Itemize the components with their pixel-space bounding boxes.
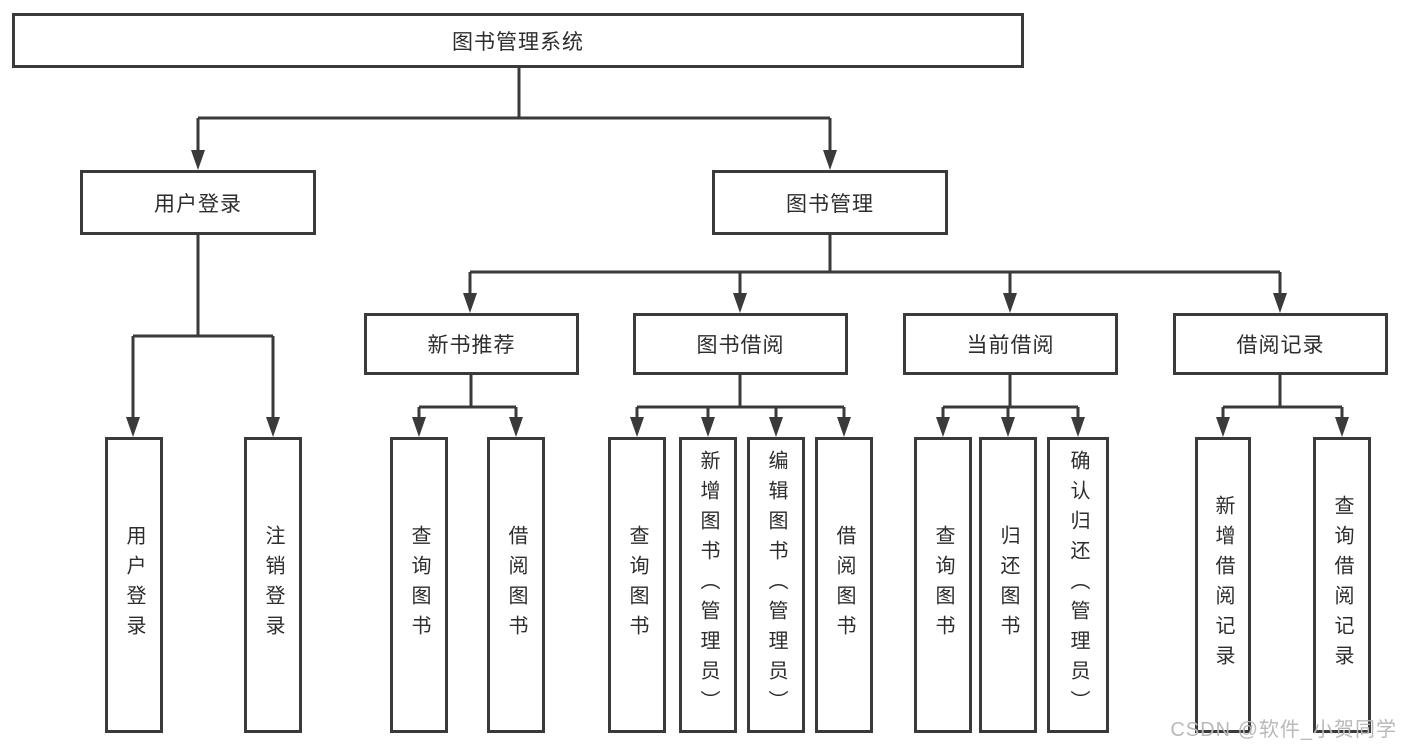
node-label: 借阅图书 bbox=[505, 525, 527, 645]
node-label: 查询借阅记录 bbox=[1331, 495, 1353, 675]
node-borrow-records: 借阅记录 bbox=[1173, 313, 1388, 375]
node-label: 新增借阅记录 bbox=[1212, 495, 1234, 675]
watermark-text: CSDN @软件_小贺同学 bbox=[1170, 719, 1397, 741]
node-label: 查询图书 bbox=[626, 525, 648, 645]
node-label: 查询图书 bbox=[408, 525, 430, 645]
leaf-borrow-query-books: 查询图书 bbox=[608, 437, 666, 733]
node-current-borrow: 当前借阅 bbox=[903, 313, 1118, 375]
node-label: 确认归还（管理员） bbox=[1067, 450, 1089, 720]
node-label: 注销登录 bbox=[262, 525, 284, 645]
node-root: 图书管理系统 bbox=[12, 13, 1024, 68]
leaf-user-login: 用户登录 bbox=[105, 437, 163, 733]
node-label: 借阅记录 bbox=[1236, 334, 1325, 357]
node-label: 图书管理 bbox=[786, 192, 874, 216]
leaf-current-return-books: 归还图书 bbox=[979, 437, 1037, 733]
node-label: 新增图书（管理员） bbox=[697, 450, 719, 720]
node-book-borrow: 图书借阅 bbox=[633, 313, 848, 375]
node-label: 查询图书 bbox=[932, 525, 954, 645]
node-label: 编辑图书（管理员） bbox=[765, 450, 787, 720]
leaf-records-query-record: 查询借阅记录 bbox=[1313, 437, 1371, 733]
leaf-logout: 注销登录 bbox=[244, 437, 302, 733]
leaf-recommend-borrow-books: 借阅图书 bbox=[487, 437, 545, 733]
leaf-borrow-edit-books-admin: 编辑图书（管理员） bbox=[747, 437, 805, 733]
node-label: 图书借阅 bbox=[696, 334, 785, 357]
node-label: 借阅图书 bbox=[833, 525, 855, 645]
node-label: 图书管理系统 bbox=[452, 30, 584, 54]
leaf-current-confirm-return-admin: 确认归还（管理员） bbox=[1047, 437, 1109, 733]
node-label: 用户登录 bbox=[123, 525, 145, 645]
node-label: 归还图书 bbox=[997, 525, 1019, 645]
leaf-current-query-books: 查询图书 bbox=[914, 437, 972, 733]
leaf-recommend-query-books: 查询图书 bbox=[390, 437, 448, 733]
node-label: 新书推荐 bbox=[427, 334, 516, 357]
leaf-records-add-record: 新增借阅记录 bbox=[1195, 437, 1251, 733]
node-new-book-recommend: 新书推荐 bbox=[364, 313, 579, 375]
leaf-borrow-add-books-admin: 新增图书（管理员） bbox=[679, 437, 737, 733]
leaf-borrow-borrow-books: 借阅图书 bbox=[815, 437, 873, 733]
node-book-management: 图书管理 bbox=[712, 170, 948, 235]
node-user-login: 用户登录 bbox=[80, 170, 316, 235]
node-label: 当前借阅 bbox=[966, 334, 1055, 357]
node-label: 用户登录 bbox=[154, 192, 242, 216]
